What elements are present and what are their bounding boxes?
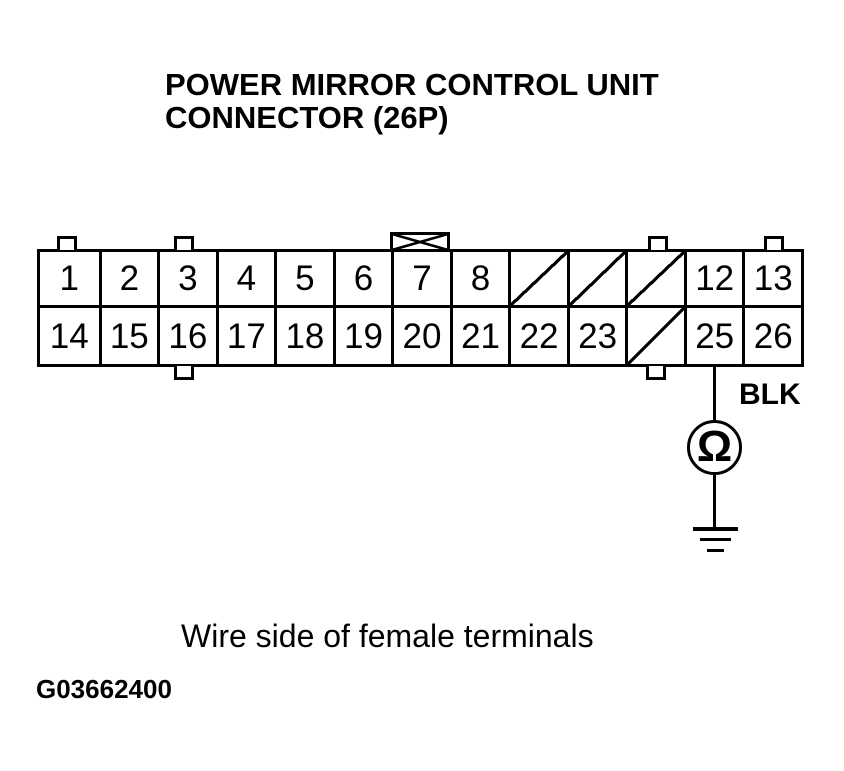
figure-id: G03662400: [36, 674, 172, 704]
test-wire-upper-segment: [713, 367, 716, 421]
connector-body: 1 2 3 4 5 6 7 8 12 13 14 15 16 17 18 19 …: [37, 249, 804, 367]
diagram-title: POWER MIRROR CONTROL UNIT CONNECTOR (26P…: [165, 67, 659, 135]
terminal-8: 8: [449, 252, 509, 308]
connector-lock-crossed-box-icon: [390, 232, 450, 252]
terminal-2: 2: [98, 252, 158, 308]
terminal-14: 14: [49, 316, 89, 356]
terminal-23: 23: [566, 308, 626, 364]
terminal-1: 1: [40, 252, 99, 308]
terminal-21: 21: [449, 308, 509, 364]
view-caption: Wire side of female terminals: [181, 618, 594, 654]
ground-icon-line-2: [700, 538, 731, 541]
terminal-10-absent: [566, 252, 626, 308]
ground-icon-line-3: [707, 549, 724, 552]
terminal-5: 5: [274, 252, 333, 308]
connector-index-tab-top-3: [648, 236, 668, 250]
terminal-20: 20: [391, 308, 450, 364]
terminal-25: 25: [683, 308, 743, 364]
connector-index-tab-top-4: [764, 236, 784, 250]
terminal-24-absent: [625, 308, 684, 364]
terminal-11-absent: [625, 252, 684, 308]
terminal-9-absent: [508, 252, 567, 308]
terminal-16: 16: [157, 308, 216, 364]
ohmmeter-icon: Ω: [687, 420, 742, 475]
terminal-6: 6: [332, 252, 392, 308]
terminal-22: 22: [508, 308, 567, 364]
terminal-18: 18: [274, 308, 333, 364]
wire-color-label: BLK: [739, 378, 801, 411]
terminal-4: 4: [215, 252, 275, 308]
ohm-symbol: Ω: [696, 421, 733, 471]
terminal-17: 17: [215, 308, 275, 364]
terminal-26: 26: [742, 308, 801, 364]
terminal-13: 13: [742, 252, 801, 308]
test-wire-lower-segment: [713, 474, 716, 528]
terminal-7: 7: [391, 252, 450, 308]
connector-index-tab-bottom-1: [174, 366, 194, 380]
terminal-15: 15: [98, 308, 158, 364]
connector-index-tab-top-2: [174, 236, 194, 250]
terminal-12: 12: [683, 252, 743, 308]
terminal-3: 3: [157, 252, 216, 308]
connector-index-tab-top-1: [57, 236, 77, 250]
connector-index-tab-bottom-2: [646, 366, 666, 380]
ground-icon-line-1: [693, 527, 738, 531]
terminal-19: 19: [332, 308, 392, 364]
